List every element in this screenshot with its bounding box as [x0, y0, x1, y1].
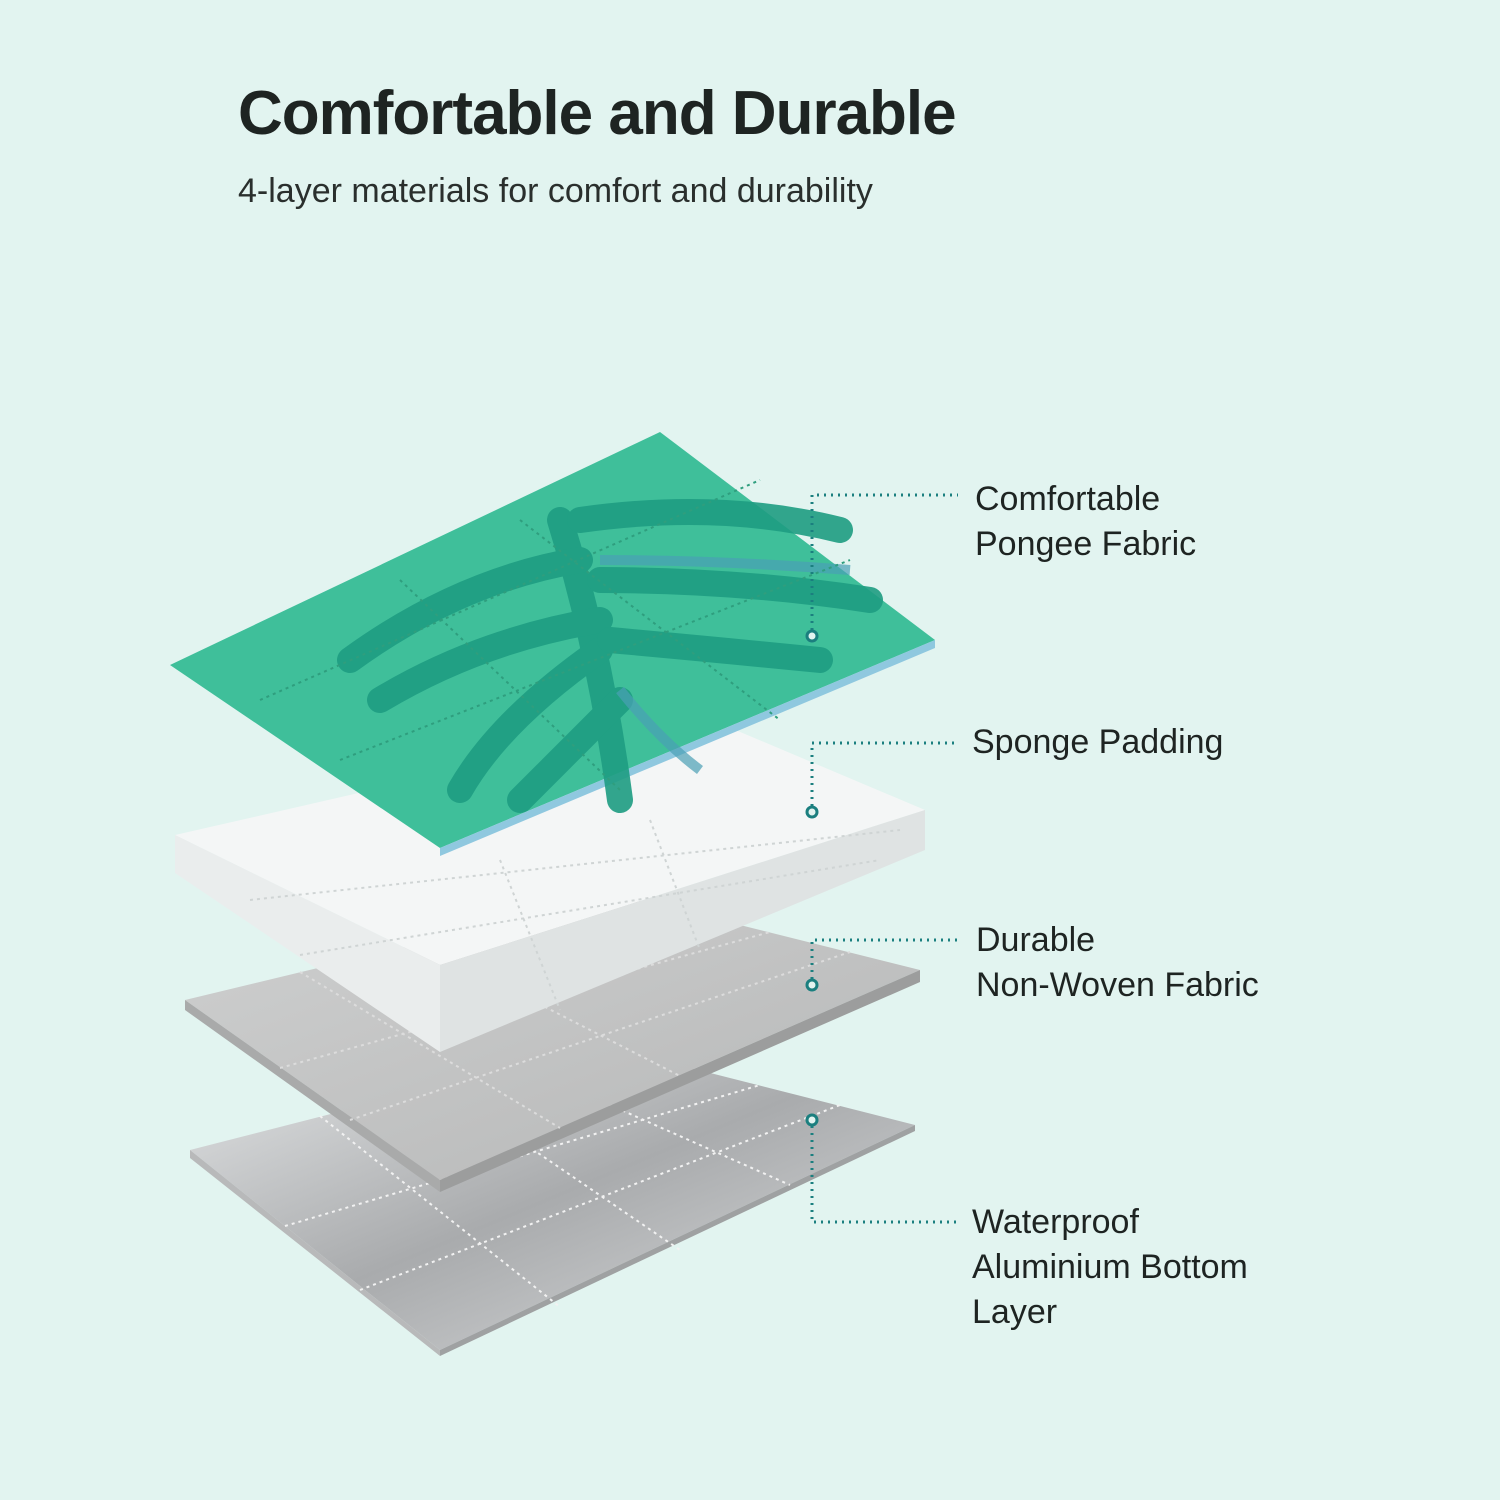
callout-line-pongee [810, 493, 958, 630]
label-line: Aluminium Bottom [972, 1248, 1248, 1286]
label-line: Durable [976, 921, 1096, 959]
label-aluminium-bottom-layer: Waterproof Aluminium Bottom Layer [972, 1200, 1248, 1335]
label-non-woven-fabric: Durable Non-Woven Fabric [976, 918, 1259, 1008]
label-sponge-padding: Sponge Padding [972, 720, 1223, 765]
label-line: Non-Woven Fabric [976, 966, 1259, 1004]
pongee-fabric-layer [170, 432, 935, 856]
label-pongee-fabric: Comfortable Pongee Fabric [975, 477, 1196, 567]
label-line: Layer [972, 1293, 1058, 1331]
callout-dot-sponge [805, 805, 819, 819]
callout-dot-aluminium [805, 1113, 819, 1127]
label-line: Waterproof [972, 1203, 1139, 1241]
page-subtitle: 4-layer materials for comfort and durabi… [238, 172, 873, 210]
callout-line-sponge [810, 741, 958, 806]
callout-dot-non-woven [805, 978, 819, 992]
label-line: Pongee Fabric [975, 525, 1197, 563]
label-line: Comfortable [975, 480, 1161, 518]
sponge-padding-layer [175, 715, 925, 1052]
page-title: Comfortable and Durable [238, 79, 957, 148]
callout-dot-pongee [805, 629, 819, 643]
label-line: Sponge Padding [972, 723, 1224, 761]
